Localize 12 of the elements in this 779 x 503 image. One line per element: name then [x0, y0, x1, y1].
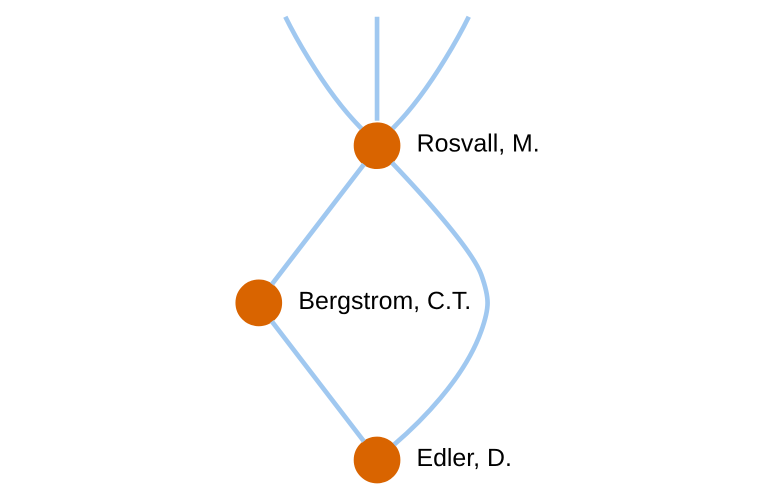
connector — [374, 16, 380, 121]
node-label: Edler, D. — [416, 444, 512, 472]
connector — [390, 161, 490, 446]
connector — [390, 16, 471, 130]
node-circle — [354, 436, 400, 484]
node-circle — [354, 122, 400, 170]
node-circle — [235, 280, 282, 326]
node-label: Bergstrom, C.T. — [298, 286, 472, 315]
connector — [270, 162, 366, 286]
connector — [283, 16, 364, 130]
node-label: Rosvall, M. — [416, 130, 540, 158]
connector — [270, 320, 366, 443]
